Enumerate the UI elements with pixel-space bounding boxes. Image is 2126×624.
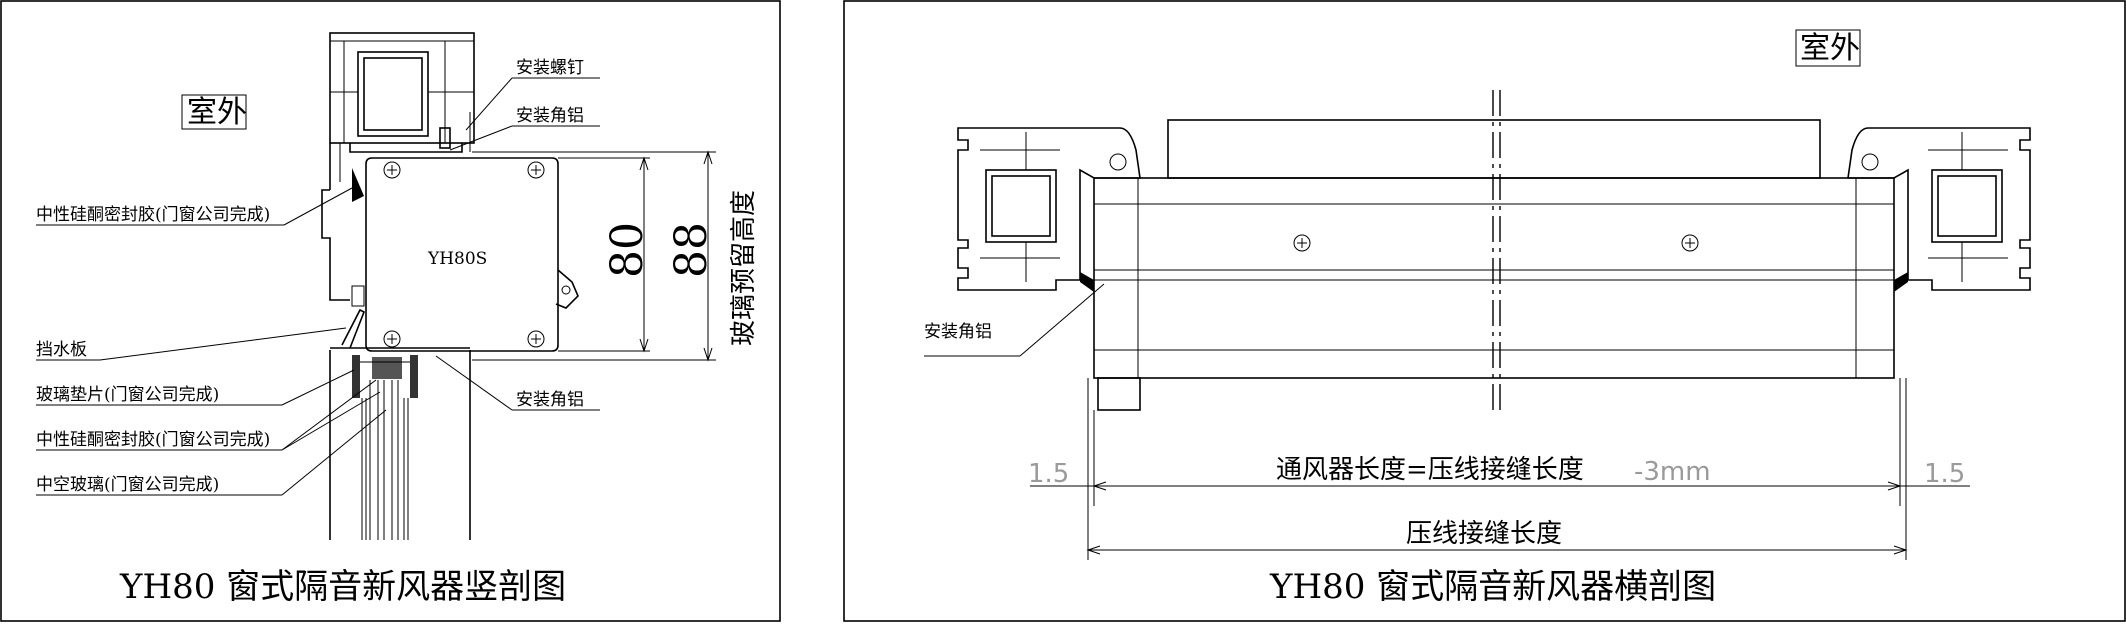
top-housing: [1167, 119, 1821, 179]
sealant-bead-top: [352, 168, 364, 202]
window-frame-profile: [329, 32, 475, 190]
glass-reserved-height-label: 玻璃预留高度: [729, 190, 759, 346]
callout-glass-pad: 玻璃垫片(门窗公司完成): [36, 385, 219, 405]
unit-model-label: YH80S: [427, 249, 487, 269]
ventilator-unit: YH80S: [365, 157, 579, 352]
dimension-80: 80: [602, 222, 653, 278]
dimension-88: 88: [666, 222, 717, 278]
vent-length-suffix: -3mm: [1634, 457, 1711, 487]
callout-sealant-1: 中性硅酮密封胶(门窗公司完成): [36, 205, 270, 225]
callout-bracket-horizontal: 安装角铝: [924, 322, 992, 342]
callout-bracket-bottom: 安装角铝: [516, 390, 584, 410]
outdoor-label-left: 室外: [187, 95, 247, 130]
horizontal-section-panel: 室外: [843, 0, 2126, 622]
callouts-left: [36, 187, 387, 496]
callout-screw: 安装螺钉: [516, 58, 584, 78]
length-dimensions: [1030, 481, 1970, 555]
callout-sealant-2: 中性硅酮密封胶(门窗公司完成): [36, 430, 270, 450]
callout-water-board: 挡水板: [36, 340, 87, 360]
side-profile: [321, 189, 350, 301]
left-frame-border: [0, 0, 781, 622]
water-board: [341, 308, 366, 349]
right-frame-border: [843, 0, 2126, 622]
outdoor-label-right: 室外: [1800, 31, 1860, 66]
callout-insulated-glass: 中空玻璃(门窗公司完成): [36, 475, 219, 495]
height-dimensions: [472, 150, 716, 362]
glass-assembly: [329, 350, 471, 540]
gap-left-label: 1.5: [1028, 459, 1069, 489]
vertical-section-panel: YH80S 室外: [0, 0, 781, 622]
gap-right-label: 1.5: [1924, 459, 1965, 489]
vent-length-label: 通风器长度=压线接缝长度: [1276, 455, 1584, 485]
right-frame-profile: [1847, 127, 2031, 292]
outdoor-label-box-right: [1795, 29, 1861, 67]
callout-bracket-top: 安装角铝: [516, 106, 584, 126]
vertical-section-title: YH80 窗式隔音新风器竖剖图: [119, 567, 566, 607]
left-frame-profile: [957, 127, 1141, 292]
horizontal-section-title: YH80 窗式隔音新风器横剖图: [1269, 567, 1716, 607]
ventilator-body: [1093, 177, 1895, 411]
seam-length-label: 压线接缝长度: [1406, 519, 1562, 549]
callouts-right: [435, 77, 600, 411]
outdoor-label-box-left: [181, 94, 247, 130]
